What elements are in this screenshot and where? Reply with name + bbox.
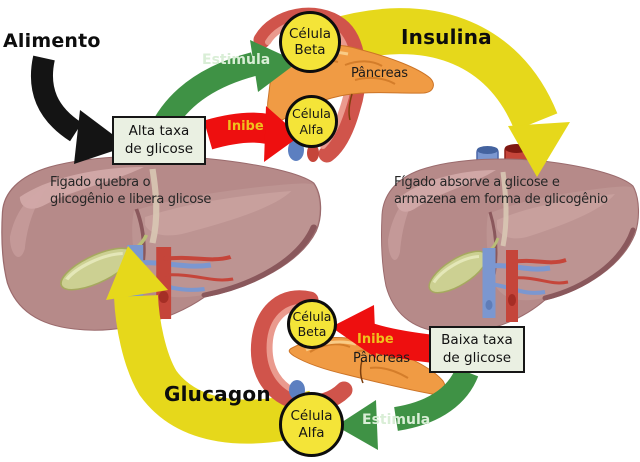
inibe-top-arrow <box>203 106 300 162</box>
glucagon-arrow <box>106 246 321 444</box>
caption-liver-right: Fígado absorve a glicose e armazena em f… <box>394 175 608 208</box>
beta-cell-top-label: Célula Beta <box>288 25 332 58</box>
label-alimento: Alimento <box>3 30 101 52</box>
alfa-cell-top: Célula Alfa <box>285 95 338 148</box>
caption-liver-left-line1: Figado quebra o <box>50 175 151 190</box>
estimula-bottom-arrow <box>336 366 479 450</box>
alfa-cell-bottom-label: Célula Alfa <box>290 408 333 441</box>
alfa-cell-bottom: Célula Alfa <box>279 392 344 457</box>
beta-cell-bottom: Célula Beta <box>287 299 337 349</box>
liver-right <box>381 144 638 333</box>
alfa-cell-top-label: Célula Alfa <box>292 106 331 137</box>
inibe-bottom-arrow <box>331 305 436 363</box>
label-inibe-bottom: Inibe <box>357 332 394 347</box>
caption-liver-right-line2: armazena em forma de glicogênio <box>394 191 608 207</box>
label-pancreas-top: Pâncreas <box>351 66 408 81</box>
low-glucose-box-text: Baixa taxa de glicose <box>441 331 513 366</box>
label-inibe-top: Inibe <box>227 119 264 134</box>
beta-cell-top: Célula Beta <box>279 11 341 73</box>
label-pancreas-bottom: Pâncreas <box>353 351 410 366</box>
low-glucose-box: Baixa taxa de glicose <box>429 326 525 373</box>
caption-liver-right-line1: Fígado absorve a glicose e <box>394 175 560 190</box>
high-glucose-box-text: Alta taxa de glicose <box>124 122 194 157</box>
beta-cell-bottom-label: Célula Beta <box>292 308 332 339</box>
caption-liver-left-line2: glicogênio e libera glicose <box>50 191 212 207</box>
label-insulina: Insulina <box>401 25 492 49</box>
label-estimula-top: Estimula <box>202 52 271 68</box>
label-estimula-bottom: Estimula <box>362 412 431 428</box>
insulina-arrow <box>326 8 570 177</box>
caption-liver-left: Figado quebra o glicogênio e libera glic… <box>50 175 211 208</box>
label-glucagon: Glucagon <box>164 382 271 406</box>
high-glucose-box: Alta taxa de glicose <box>112 116 206 165</box>
